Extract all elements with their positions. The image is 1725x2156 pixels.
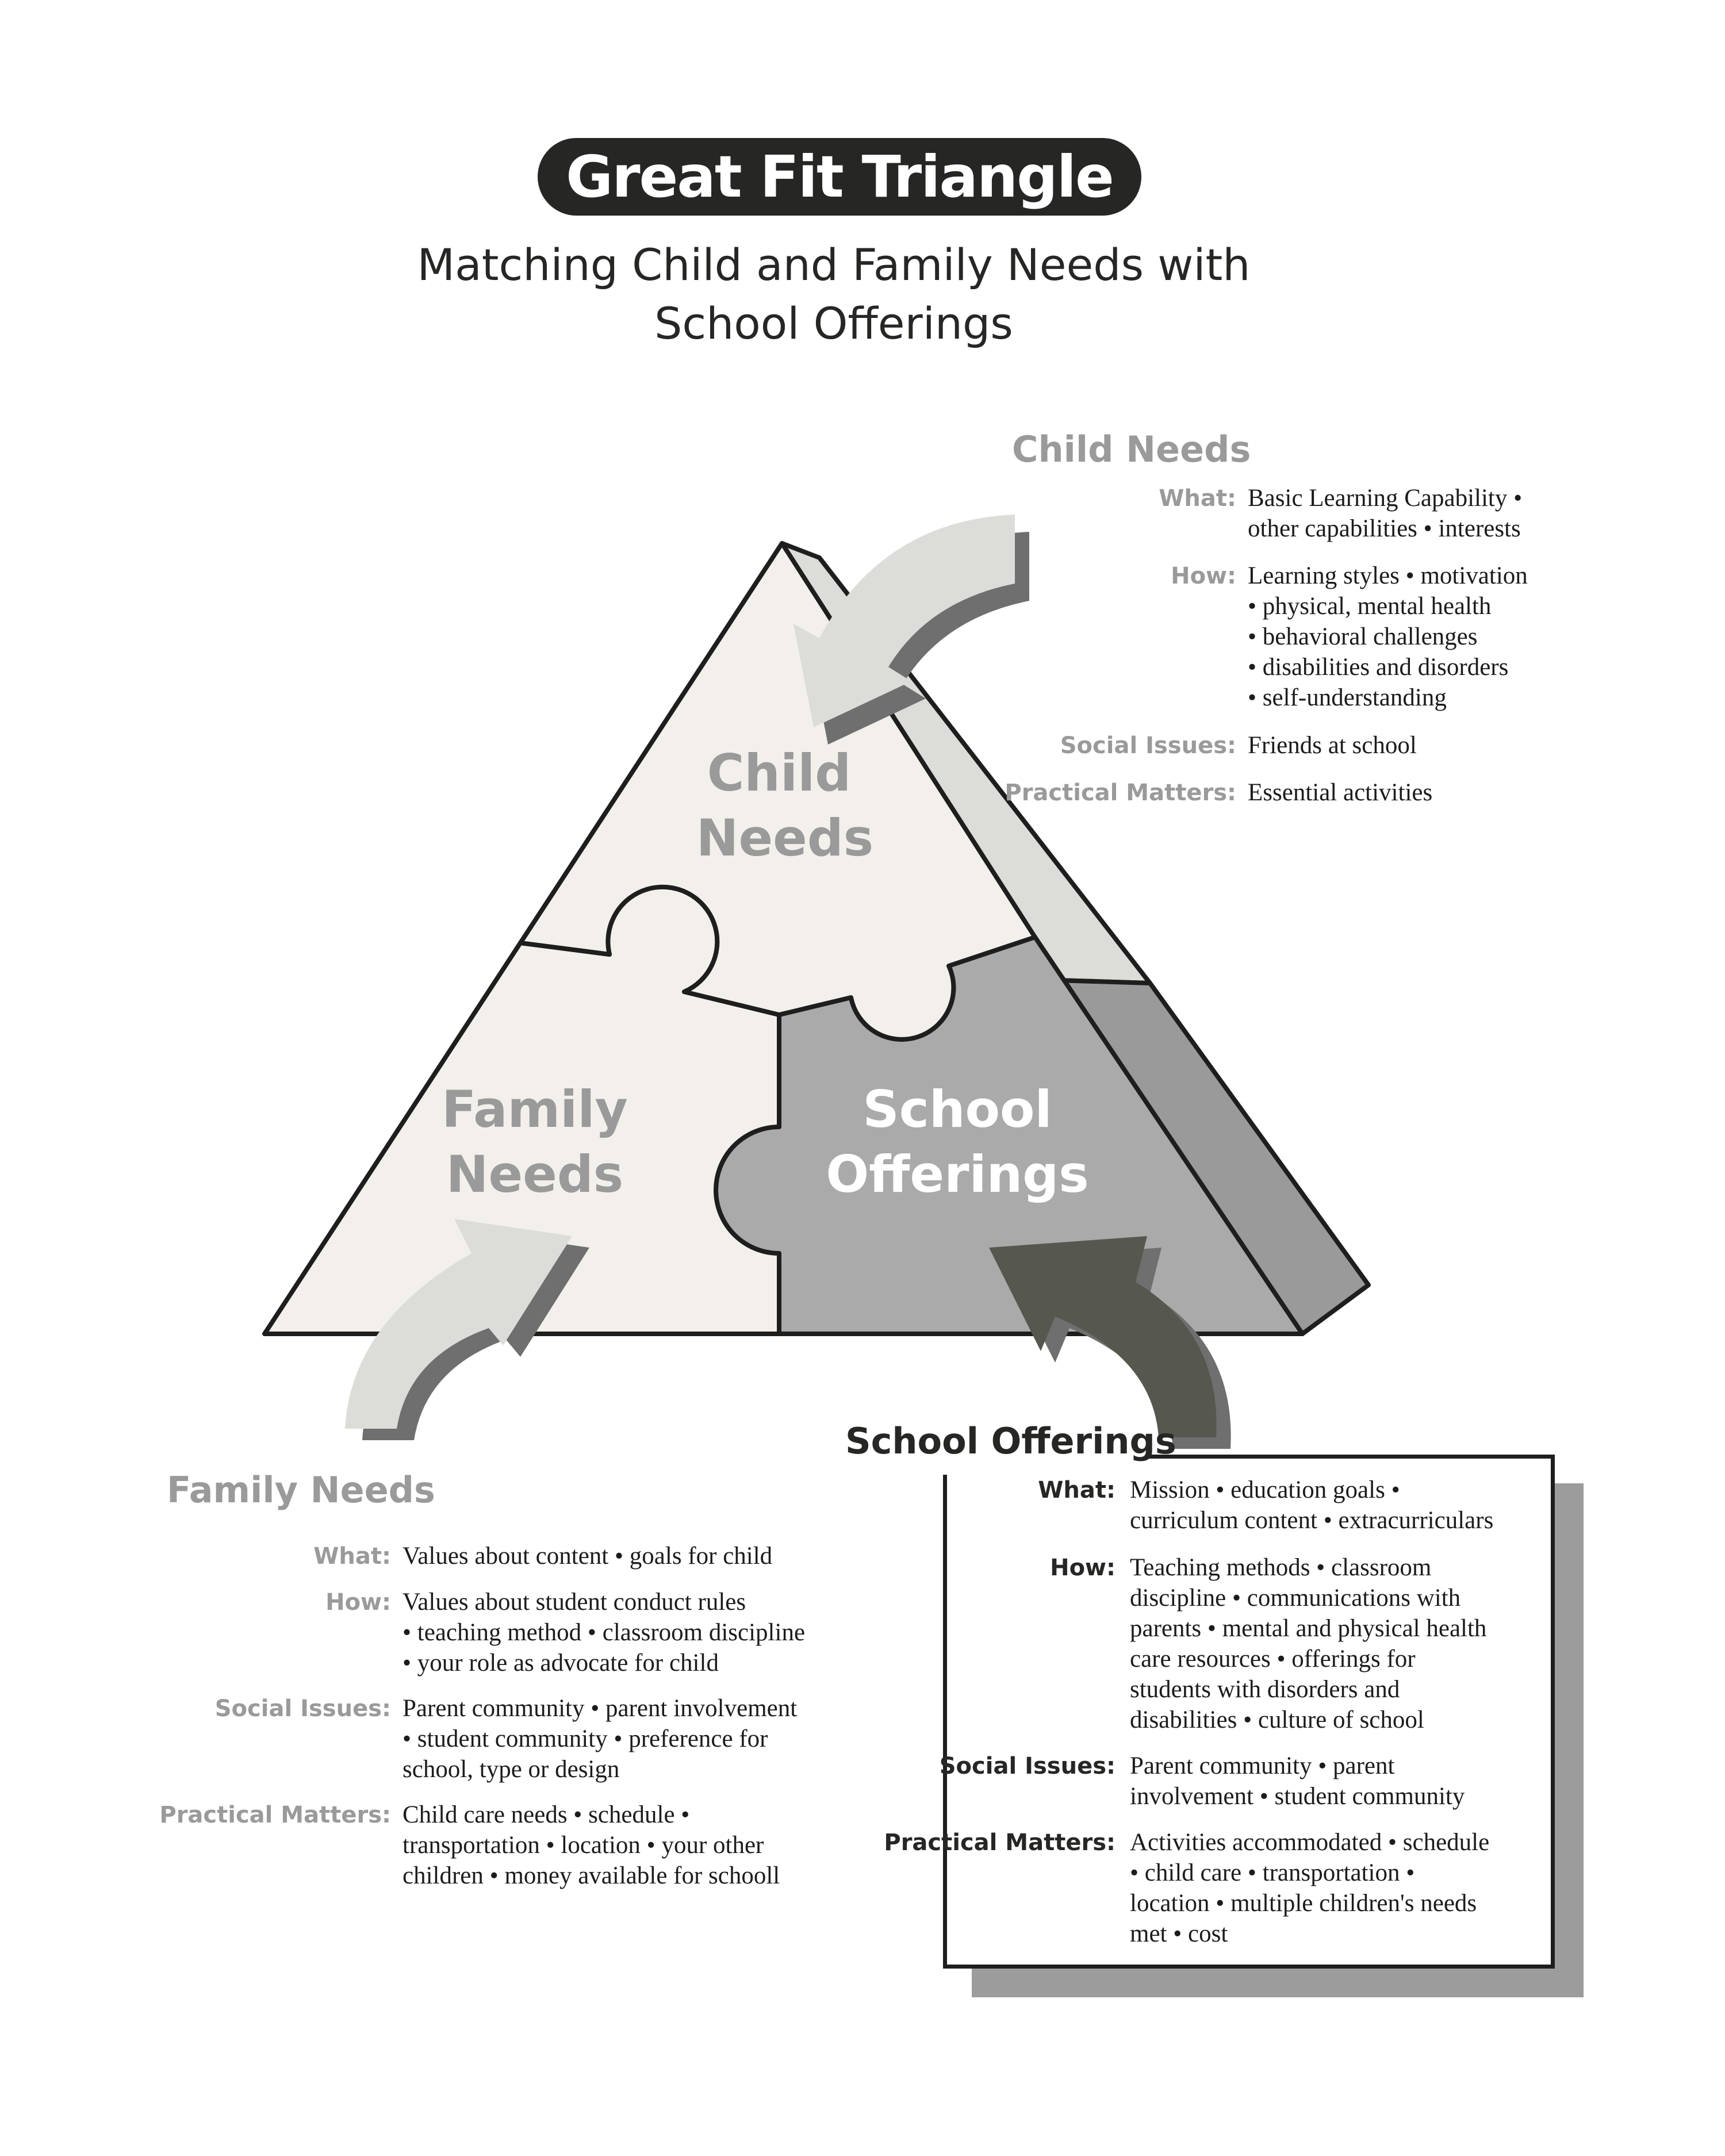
value-line: involvement • student community <box>1130 1783 1465 1810</box>
family-needs-how-value: Values about student conduct rules • tea… <box>402 1587 805 1678</box>
family-needs-what-value: Values about content • goals for child <box>402 1541 772 1571</box>
child-needs-practical-value: Essential activities <box>1248 777 1432 808</box>
triangle-family-label-line2: Needs <box>446 1145 623 1204</box>
value-line: Parent community • parent <box>1130 1752 1395 1779</box>
child-needs-how-value: Learning styles • motivation • physical,… <box>1248 561 1528 713</box>
subtitle-line-2: School Offerings <box>654 298 1013 349</box>
school-offerings-practical-label: Practical Matters: <box>884 1829 1116 1856</box>
value-line: other capabilities • interests <box>1248 515 1521 542</box>
value-line: • physical, mental health <box>1248 593 1492 620</box>
triangle-school-label-line2: Offerings <box>826 1145 1088 1204</box>
value-line: Teaching methods • classroom <box>1130 1554 1432 1581</box>
value-line: • self-understanding <box>1248 684 1447 711</box>
family-needs-what-label: What: <box>313 1543 391 1570</box>
family-needs-how-label: How: <box>325 1589 391 1616</box>
value-line: Basic Learning Capability • <box>1248 485 1523 512</box>
value-line: children • money available for schooll <box>402 1862 780 1889</box>
child-needs-how-label: How: <box>1171 563 1236 589</box>
school-offerings-heading: School Offerings <box>845 1420 1176 1462</box>
subtitle: Matching Child and Family Needs with Sch… <box>288 236 1380 353</box>
triangle-child-label-line2: Needs <box>696 808 873 868</box>
value-line: Essential activities <box>1248 779 1433 806</box>
value-line: parents • mental and physical health <box>1130 1615 1487 1642</box>
family-needs-practical-label: Practical Matters: <box>159 1802 391 1828</box>
value-line: Values about student conduct rules <box>402 1589 746 1616</box>
value-line: transportation • location • your other <box>402 1832 764 1859</box>
page-title: Great Fit Triangle <box>566 143 1114 210</box>
value-line: Friends at school <box>1248 732 1417 759</box>
value-line: Mission • education goals • <box>1130 1476 1400 1503</box>
school-offerings-heading-backdrop <box>839 1417 1147 1475</box>
school-offerings-how-label: How: <box>1050 1555 1116 1581</box>
child-needs-social-value: Friends at school <box>1248 730 1417 761</box>
value-line: curriculum content • extracurriculars <box>1130 1507 1494 1534</box>
child-needs-what-label: What: <box>1159 485 1236 512</box>
value-line: • child care • transportation • <box>1130 1859 1415 1886</box>
school-offerings-practical-value: Activities accommodated • schedule • chi… <box>1130 1827 1489 1949</box>
school-offerings-how-value: Teaching methods • classroom discipline … <box>1130 1552 1486 1735</box>
school-offerings-social-label: Social Issues: <box>939 1753 1116 1779</box>
value-line: • your role as advocate for child <box>402 1649 719 1677</box>
subtitle-line-1: Matching Child and Family Needs with <box>417 239 1251 290</box>
value-line: discipline • communications with <box>1130 1585 1461 1612</box>
title-banner: Great Fit Triangle <box>538 138 1141 216</box>
value-line: disabilities • culture of school <box>1130 1706 1424 1733</box>
value-line: • disabilities and disorders <box>1248 654 1509 681</box>
school-offerings-box <box>943 1455 1555 1969</box>
value-line: school, type or design <box>402 1756 620 1783</box>
value-line: • student community • preference for <box>402 1725 768 1752</box>
value-line: Child care needs • schedule • <box>402 1801 690 1828</box>
family-needs-arrow <box>345 1219 572 1429</box>
child-needs-heading: Child Needs <box>1012 428 1251 470</box>
triangle-family-label-line1: Family <box>442 1080 628 1139</box>
value-line: Values about content • goals for child <box>402 1543 773 1570</box>
value-line: care resources • offerings for <box>1130 1645 1416 1672</box>
triangle-school-label-line1: School <box>862 1080 1052 1139</box>
family-needs-social-label: Social Issues: <box>214 1695 391 1722</box>
value-line: Activities accommodated • schedule <box>1130 1829 1490 1856</box>
family-needs-heading: Family Needs <box>167 1469 435 1511</box>
school-offerings-arrow <box>989 1236 1217 1437</box>
school-offerings-what-label: What: <box>1038 1477 1116 1503</box>
value-line: Parent community • parent involvement <box>402 1695 798 1722</box>
school-offerings-what-value: Mission • education goals • curriculum c… <box>1130 1475 1493 1536</box>
child-needs-what-value: Basic Learning Capability • other capabi… <box>1248 483 1522 544</box>
child-needs-arrow <box>793 515 1015 727</box>
triangle-child-label-line1: Child <box>707 743 852 803</box>
family-needs-social-value: Parent community • parent involvement • … <box>402 1693 797 1785</box>
value-line: Learning styles • motivation <box>1248 562 1528 589</box>
school-offerings-social-value: Parent community • parent involvement • … <box>1130 1751 1465 1812</box>
family-needs-practical-value: Child care needs • schedule • transporta… <box>402 1800 780 1891</box>
child-needs-social-label: Social Issues: <box>1060 732 1236 759</box>
child-needs-piece <box>518 541 1037 1042</box>
child-needs-practical-label: Practical Matters: <box>1005 780 1236 806</box>
value-line: location • multiple children's needs <box>1130 1890 1477 1917</box>
value-line: • teaching method • classroom discipline <box>402 1619 806 1646</box>
value-line: students with disorders and <box>1130 1676 1400 1703</box>
value-line: • behavioral challenges <box>1248 623 1478 650</box>
value-line: met • cost <box>1130 1920 1228 1947</box>
